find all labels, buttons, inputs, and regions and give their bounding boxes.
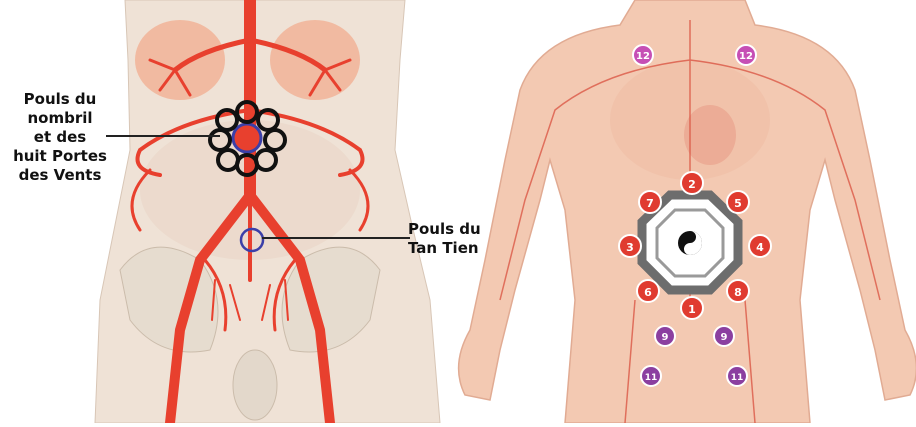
label-navel-pulse: Pouls du nombril et des huit Portes des … bbox=[4, 90, 116, 185]
torso-drawing: 12 12 2 7 5 3 4 6 8 1 9 9 11 11 bbox=[455, 0, 916, 423]
point-7: 7 bbox=[639, 191, 661, 213]
point-8: 8 bbox=[727, 280, 749, 302]
label-line: des Vents bbox=[4, 166, 116, 185]
point-12-right: 12 bbox=[736, 45, 756, 65]
svg-text:6: 6 bbox=[644, 286, 652, 299]
label-line: Pouls du bbox=[4, 90, 116, 109]
torso-points-illustration: 12 12 2 7 5 3 4 6 8 1 9 9 11 11 bbox=[455, 0, 916, 423]
point-4: 4 bbox=[749, 235, 771, 257]
svg-text:11: 11 bbox=[731, 373, 744, 383]
genital-area bbox=[233, 350, 277, 420]
svg-text:12: 12 bbox=[636, 51, 650, 62]
point-12-left: 12 bbox=[633, 45, 653, 65]
point-9-right: 9 bbox=[714, 326, 734, 346]
label-line: nombril bbox=[4, 109, 116, 128]
svg-text:12: 12 bbox=[739, 51, 753, 62]
svg-text:7: 7 bbox=[646, 197, 654, 210]
label-line: huit Portes bbox=[4, 147, 116, 166]
svg-text:11: 11 bbox=[645, 373, 658, 383]
abdomen-artery-illustration: Pouls du nombril et des huit Portes des … bbox=[0, 0, 500, 423]
navel-center-pulse bbox=[233, 124, 261, 152]
point-2: 2 bbox=[681, 172, 703, 194]
point-9-left: 9 bbox=[655, 326, 675, 346]
point-3: 3 bbox=[619, 235, 641, 257]
svg-text:8: 8 bbox=[734, 286, 742, 299]
point-11-left: 11 bbox=[641, 366, 661, 386]
svg-text:4: 4 bbox=[756, 241, 764, 254]
label-line: et des bbox=[4, 128, 116, 147]
point-5: 5 bbox=[727, 191, 749, 213]
svg-text:3: 3 bbox=[626, 241, 634, 254]
svg-text:9: 9 bbox=[662, 332, 669, 343]
svg-text:5: 5 bbox=[734, 197, 742, 210]
point-1: 1 bbox=[681, 297, 703, 319]
svg-text:1: 1 bbox=[688, 303, 696, 316]
point-11-right: 11 bbox=[727, 366, 747, 386]
heart bbox=[684, 105, 736, 165]
svg-text:2: 2 bbox=[688, 178, 696, 191]
svg-text:9: 9 bbox=[721, 332, 728, 343]
abdomen-artery-drawing bbox=[0, 0, 500, 423]
point-6: 6 bbox=[637, 280, 659, 302]
